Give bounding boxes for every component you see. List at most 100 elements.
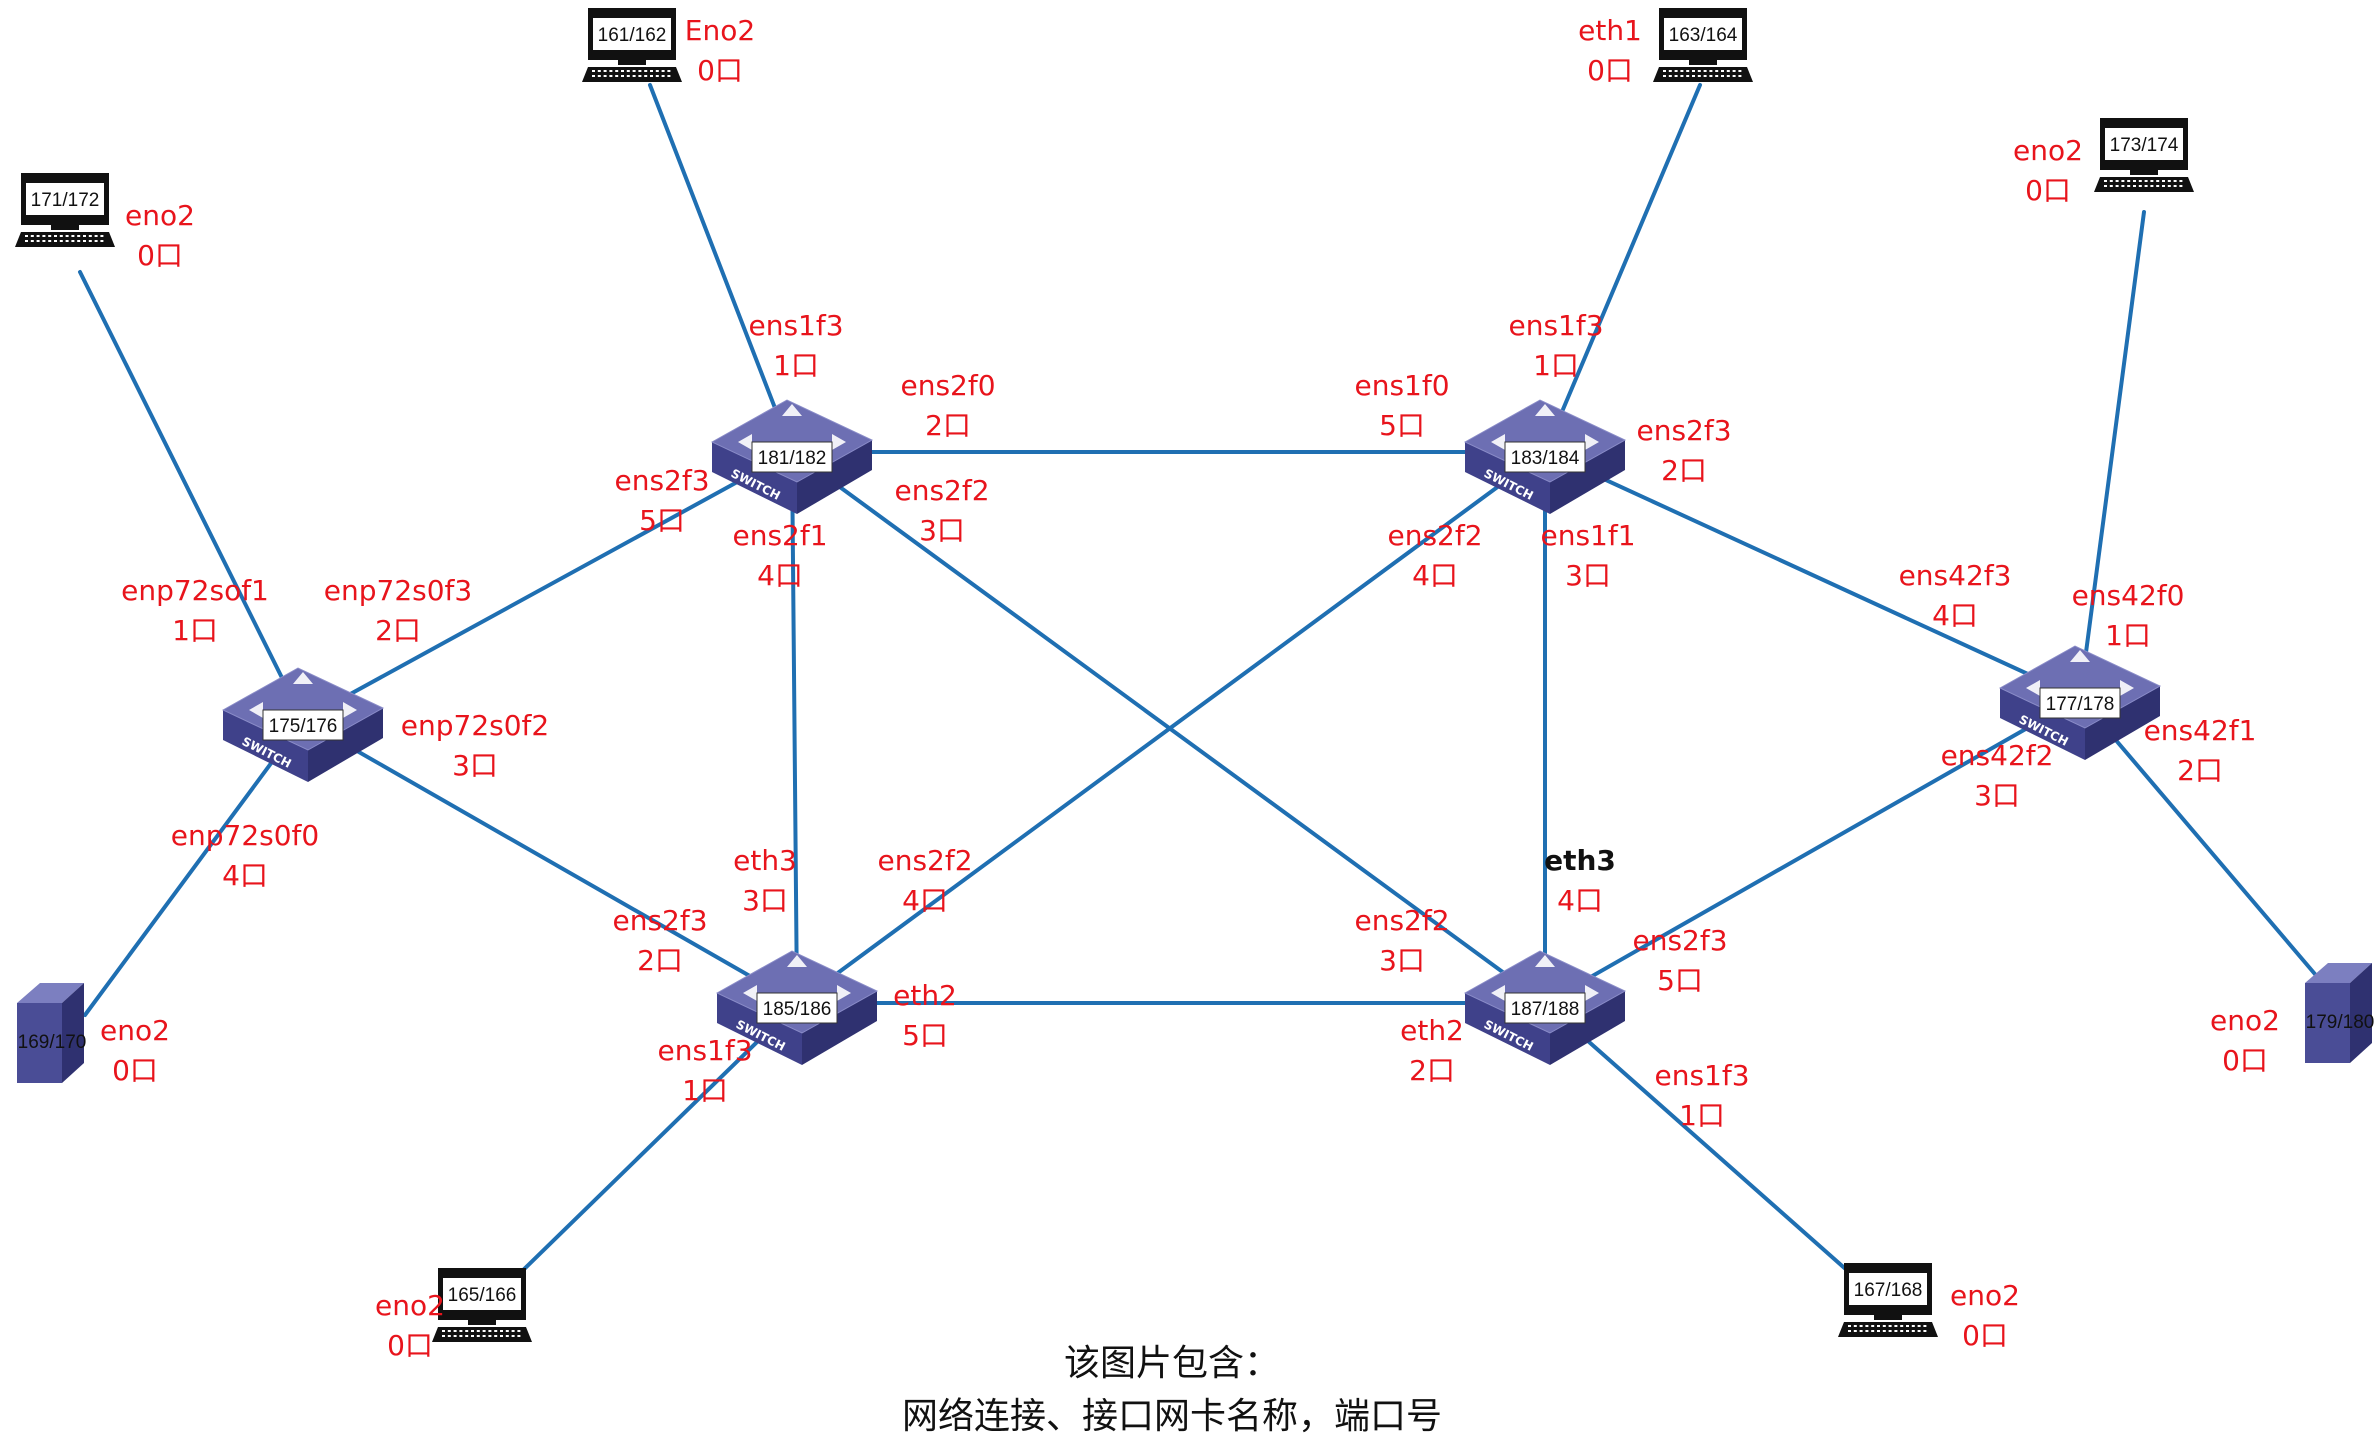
port-number: 3口 bbox=[919, 514, 965, 547]
host-label: 163/164 bbox=[1669, 25, 1738, 46]
interface-name: ens42f1 bbox=[2144, 714, 2257, 747]
interface-name: ens1f3 bbox=[1654, 1059, 1749, 1092]
terminal-icon bbox=[582, 8, 682, 82]
link-h167-n187 bbox=[1543, 1001, 1860, 1282]
port-number: 5口 bbox=[1379, 409, 1425, 442]
interface-name: ens2f2 bbox=[1354, 904, 1449, 937]
switch-label: 175/176 bbox=[269, 716, 338, 737]
port-number: 0口 bbox=[697, 54, 743, 87]
link-s179-n177 bbox=[2078, 696, 2322, 982]
caption-line-1: 该图片包含： bbox=[1064, 1343, 1280, 1384]
interface-name: ens2f0 bbox=[900, 369, 995, 402]
interface-name: enp72s0f2 bbox=[401, 709, 549, 742]
port-number: 2口 bbox=[2177, 754, 2223, 787]
interface-name: eth3 bbox=[1544, 844, 1616, 877]
terminal-icon bbox=[15, 173, 115, 247]
interface-name: ens1f3 bbox=[657, 1034, 752, 1067]
interface-name: ens2f2 bbox=[894, 474, 989, 507]
host-173-174[interactable]: 173/174 bbox=[2094, 118, 2194, 192]
interface-name: eth3 bbox=[733, 844, 797, 877]
port-label: ens2f2 3口 bbox=[894, 474, 989, 547]
port-label: ens2f3 2口 bbox=[612, 904, 707, 977]
port-label: eno2 0口 bbox=[375, 1289, 445, 1362]
link-s169-n175 bbox=[83, 718, 305, 1017]
port-number: 1口 bbox=[2105, 619, 2151, 652]
port-label: eth2 2口 bbox=[1400, 1014, 1464, 1087]
port-number: 2口 bbox=[637, 944, 683, 977]
port-number: 4口 bbox=[222, 859, 268, 892]
port-number: 3口 bbox=[1565, 559, 1611, 592]
interface-name: ens42f0 bbox=[2072, 579, 2185, 612]
server-169-170[interactable]: 169/170 bbox=[17, 983, 86, 1083]
interface-name: Eno2 bbox=[685, 14, 755, 47]
link-h163-n183 bbox=[1543, 83, 1702, 454]
terminal-icon bbox=[432, 1268, 532, 1342]
interface-name: eth2 bbox=[1400, 1014, 1464, 1047]
host-label: 171/172 bbox=[31, 190, 100, 211]
port-label: eth3 3口 bbox=[733, 844, 797, 917]
nodes-layer: 181/182SWITCH183/184SWITCH175/176SWITCH1… bbox=[15, 8, 2374, 1342]
link-n181-n175 bbox=[301, 450, 794, 722]
interface-name: eno2 bbox=[1950, 1279, 2020, 1312]
interface-name: ens2f2 bbox=[877, 844, 972, 877]
port-number: 5口 bbox=[1657, 964, 1703, 997]
link-n175-n185 bbox=[301, 718, 799, 1005]
caption: 该图片包含： 网络连接、接口网卡名称，端口号 bbox=[902, 1343, 1442, 1437]
port-number: 4口 bbox=[757, 559, 803, 592]
interface-name: eno2 bbox=[375, 1289, 445, 1322]
port-label: eno2 0口 bbox=[2013, 134, 2083, 207]
host-165-166[interactable]: 165/166 bbox=[432, 1268, 532, 1342]
switch-label: 181/182 bbox=[758, 448, 827, 469]
port-label: ens1f3 1口 bbox=[1654, 1059, 1749, 1132]
interface-name: eth2 bbox=[893, 979, 957, 1012]
port-number: 2口 bbox=[1409, 1054, 1455, 1087]
interface-name: enp72sof1 bbox=[121, 574, 269, 607]
interface-name: ens1f3 bbox=[1508, 309, 1603, 342]
port-number: 0口 bbox=[387, 1329, 433, 1362]
port-number: 1口 bbox=[1679, 1099, 1725, 1132]
port-number: 3口 bbox=[1974, 779, 2020, 812]
host-167-168[interactable]: 167/168 bbox=[1838, 1263, 1938, 1337]
link-n177-n187 bbox=[1543, 696, 2082, 1005]
host-label: 167/168 bbox=[1854, 1280, 1923, 1301]
host-171-172[interactable]: 171/172 bbox=[15, 173, 115, 247]
interface-name: eno2 bbox=[2013, 134, 2083, 167]
port-number: 0口 bbox=[1587, 54, 1633, 87]
link-h161-n181 bbox=[648, 83, 794, 454]
port-number: 3口 bbox=[742, 884, 788, 917]
server-179-180[interactable]: 179/180 bbox=[2305, 963, 2374, 1063]
host-161-162[interactable]: 161/162 bbox=[582, 8, 682, 82]
interface-name: ens2f3 bbox=[612, 904, 707, 937]
link-n181-n185 bbox=[790, 450, 799, 1005]
server-label: 179/180 bbox=[2306, 1012, 2374, 1033]
host-163-164[interactable]: 163/164 bbox=[1653, 8, 1753, 82]
interface-name: eno2 bbox=[100, 1014, 170, 1047]
server-icon bbox=[2305, 963, 2372, 1063]
terminal-icon bbox=[1653, 8, 1753, 82]
port-labels-layer: Eno20口eth10口eno20口eno20口ens1f31口ens2f02口… bbox=[100, 14, 2280, 1362]
link-h165-n185 bbox=[513, 1001, 799, 1280]
port-number: 1口 bbox=[172, 614, 218, 647]
port-number: 0口 bbox=[2025, 174, 2071, 207]
host-label: 173/174 bbox=[2110, 135, 2179, 156]
switch-label: 183/184 bbox=[1511, 448, 1580, 469]
port-number: 2口 bbox=[1661, 454, 1707, 487]
port-number: 1口 bbox=[682, 1074, 728, 1107]
interface-name: eno2 bbox=[125, 199, 195, 232]
links-layer bbox=[78, 83, 2322, 1282]
